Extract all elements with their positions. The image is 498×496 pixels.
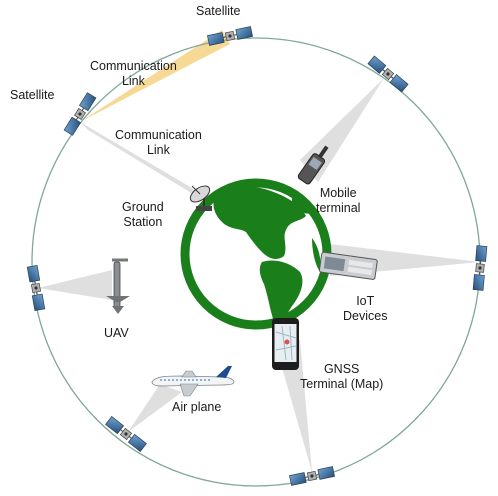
- communication-link-label-top: Communication Link: [90, 59, 177, 88]
- mobile-terminal-label: Mobile terminal: [316, 186, 361, 215]
- globe-icon: [180, 178, 332, 330]
- ground-station-label: Ground Station: [122, 200, 164, 229]
- sat-to-ground-link-beam: [80, 122, 206, 202]
- gnss-terminal-label: GNSS Terminal (Map): [300, 362, 384, 391]
- satellite-icon: [472, 245, 488, 291]
- mobile-phone-icon: [297, 145, 329, 185]
- sat-to-uav-link-beam: [38, 270, 112, 300]
- satellite-label-top: Satellite: [196, 4, 241, 18]
- satellite-icon: [367, 55, 409, 93]
- satellite-icon: [288, 465, 336, 487]
- sat-to-plane-link-beam: [128, 384, 182, 432]
- satellite-label-left: Satellite: [10, 88, 55, 102]
- uav-label: UAV: [104, 326, 129, 340]
- ground-station-dish-icon: [189, 185, 212, 211]
- airplane-icon: [151, 366, 235, 397]
- air-plane-label: Air plane: [172, 400, 222, 414]
- communication-link-label-mid: Communication Link: [115, 128, 202, 157]
- iot-device-icon: [318, 251, 378, 280]
- sat-to-gnss-link-beam: [274, 340, 312, 472]
- communication-links: [38, 30, 480, 472]
- uav-icon: [106, 258, 130, 314]
- sat-to-sat-link-beam: [80, 30, 230, 122]
- satellite-icon: [206, 25, 254, 47]
- smartphone-map-icon: [272, 318, 299, 370]
- iot-devices-label: IoT Devices: [343, 294, 388, 323]
